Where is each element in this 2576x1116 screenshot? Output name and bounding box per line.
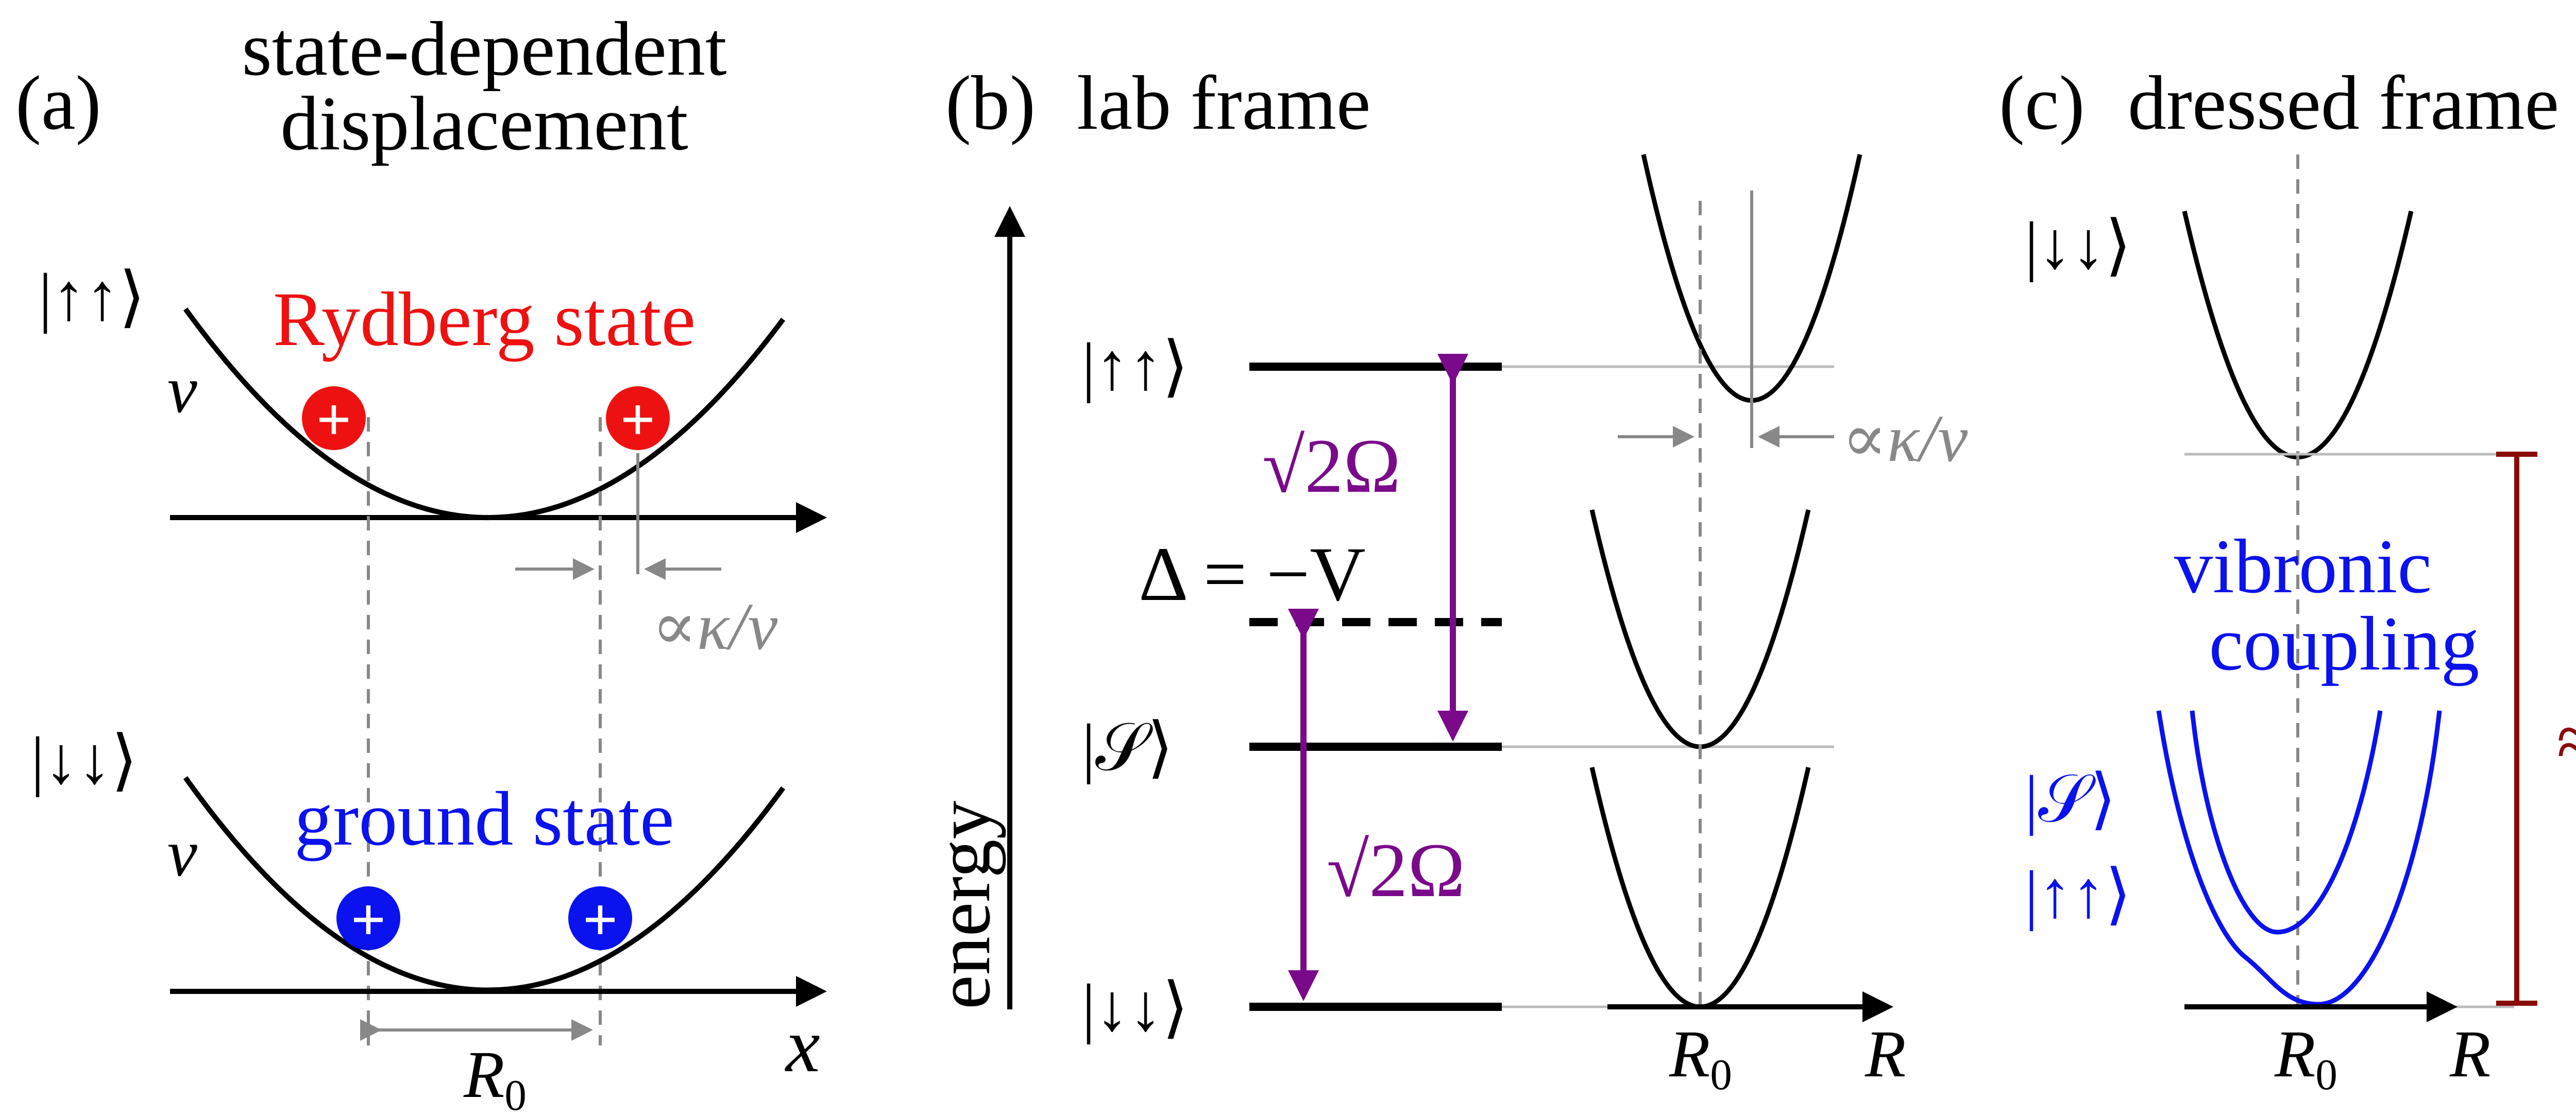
- rydberg-ion-right: +: [606, 385, 670, 454]
- shift-label-a: ∝κ/ν: [652, 590, 777, 664]
- rabi-label-upper: √2Ω: [1262, 423, 1401, 509]
- ket-s-b: |𝒮⟩: [1082, 711, 1173, 785]
- r0-label-c: R0: [2274, 1017, 2337, 1099]
- panel-c-title: dressed frame: [2128, 60, 2559, 146]
- detuning-label: Δ = −V: [1139, 531, 1366, 617]
- ground-ion-left: +: [336, 885, 400, 954]
- rabi-label-lower: √2Ω: [1327, 828, 1465, 913]
- ket-downdown-c: |↓↓⟩: [2025, 209, 2131, 283]
- ket-upup-b: |↑↑⟩: [1082, 330, 1189, 404]
- panel-a-label: (a): [15, 60, 101, 146]
- dressed-upper-curve: [2190, 710, 2383, 935]
- nu-label-upper: ν: [167, 353, 197, 427]
- nu-label-lower: ν: [167, 816, 197, 890]
- svg-text:+: +: [620, 385, 655, 454]
- svg-text:+: +: [351, 885, 386, 954]
- ket-downdown-a: |↓↓⟩: [31, 724, 138, 798]
- svg-text:+: +: [316, 385, 351, 454]
- approx-v-label: ≈V: [2555, 699, 2576, 784]
- x-axis-label: x: [785, 1003, 820, 1088]
- panel-b: (b) lab frame energy |↑↑⟩ |𝒮⟩ |↓↓⟩ Δ = −…: [921, 60, 1968, 1099]
- vibronic-line2: coupling: [2209, 601, 2480, 686]
- r0-label-b: R0: [1669, 1017, 1732, 1099]
- ket-upup-c: |↑↑⟩: [2025, 857, 2131, 932]
- panel-b-title: lab frame: [1077, 60, 1370, 146]
- energy-axis-label: energy: [921, 801, 1006, 1009]
- ket-s-c: |𝒮⟩: [2025, 762, 2116, 836]
- vibronic-line1: vibronic: [2174, 524, 2432, 609]
- shift-label-b: ∝κ/ν: [1842, 402, 1968, 476]
- ket-upup-a: |↑↑⟩: [39, 260, 145, 334]
- r-axis-label-b: R: [1865, 1017, 1906, 1091]
- dressed-lower-curve: [2156, 710, 2442, 1007]
- ground-state-label: ground state: [294, 776, 674, 862]
- panel-a-title-line1: state-dependent: [242, 6, 726, 92]
- r-axis-label-c: R: [2449, 1017, 2490, 1091]
- panel-a: (a) state-dependent displacement |↑↑⟩ ν …: [15, 6, 827, 1116]
- rydberg-ion-left: +: [302, 385, 366, 454]
- panel-c-label: (c): [1999, 60, 2084, 146]
- panel-c: (c) dressed frame |↓↓⟩ vibronic coupling…: [1999, 60, 2576, 1099]
- panel-a-title-line2: displacement: [280, 81, 688, 166]
- r0-label-a: R0: [463, 1038, 527, 1116]
- ket-downdown-b: |↓↓⟩: [1082, 971, 1189, 1045]
- svg-text:+: +: [583, 885, 618, 954]
- rydberg-state-label: Rydberg state: [273, 277, 696, 362]
- ground-ion-right: +: [568, 885, 632, 954]
- panel-b-label: (b): [945, 60, 1036, 146]
